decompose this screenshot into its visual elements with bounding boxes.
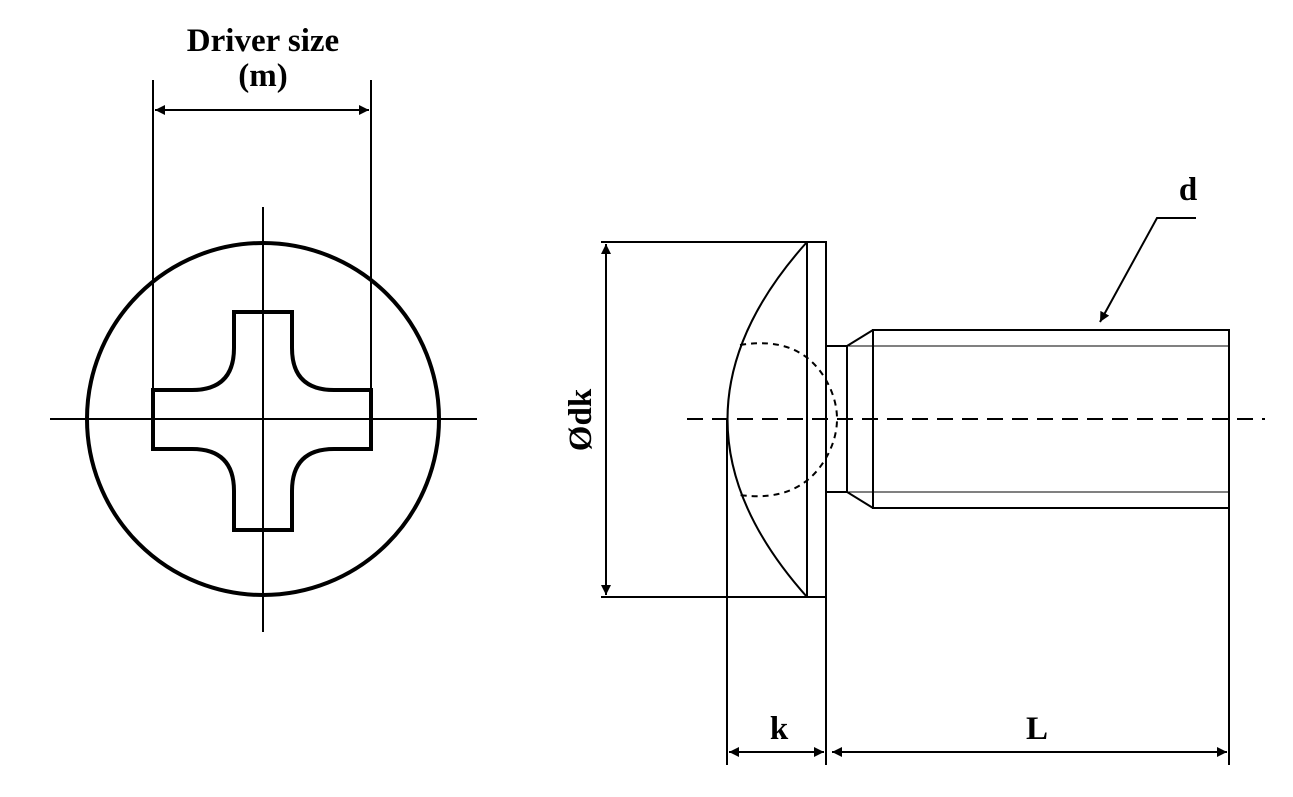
thread-diameter-label: d xyxy=(1179,172,1197,208)
phillips-recess xyxy=(151,310,373,532)
side-view: Ødk d k L xyxy=(563,172,1265,765)
driver-size-label: Driver size xyxy=(187,23,339,59)
thread-shank xyxy=(872,329,1230,509)
length-label: L xyxy=(1026,711,1048,747)
thread-diameter-leader xyxy=(1099,217,1196,323)
head-height-label: k xyxy=(770,711,789,747)
head-outline-circle xyxy=(85,241,441,597)
driver-size-symbol-label: (m) xyxy=(238,58,287,94)
head-diameter-label: Ødk xyxy=(563,388,599,451)
top-view: Driver size (m) xyxy=(50,23,477,632)
head-flange xyxy=(806,241,827,598)
